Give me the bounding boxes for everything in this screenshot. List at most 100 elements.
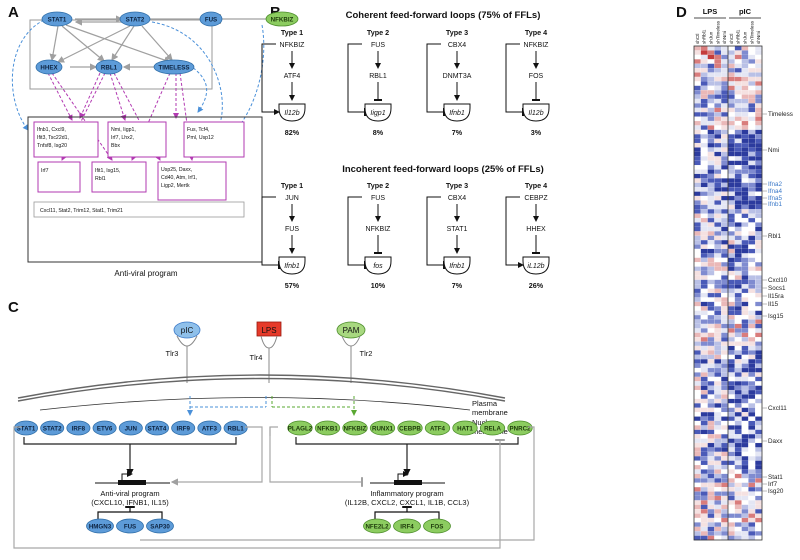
- ffl-mid-inc-2: NFKBIZ: [366, 226, 392, 233]
- tf-jun-label: JUN: [125, 425, 138, 432]
- target-box-1-l1: Ifnb1, Cxcl9,: [37, 127, 66, 133]
- repressor-fos-label: FOS: [431, 523, 444, 530]
- column-label: shCtl: [695, 34, 700, 44]
- inflammatory-repressors: NFE2L2 IRF4 FOS: [363, 518, 451, 534]
- tf-pnrc2: [507, 420, 533, 436]
- ffl-target-inc-1: Ifnb1: [284, 263, 300, 270]
- tf-cebpb-label: CEBPB: [399, 425, 421, 432]
- gene-label: Il15ra: [768, 293, 784, 300]
- node-nfkbiz: [265, 11, 299, 27]
- antiviral-program-genes: (CXCL10, IFNB1, IL15): [91, 498, 169, 507]
- repressor-fus-label: FUS: [124, 523, 136, 530]
- tf-hat1-label: HAT1: [457, 425, 473, 432]
- plasma-label-1: Plasma: [472, 399, 498, 408]
- gene-label: Cxcl11: [768, 405, 787, 412]
- ffl-target-inc-4: iL12b: [527, 263, 544, 270]
- gene-label: Isg20: [768, 488, 784, 495]
- ffl-pct-inc-1: 57%: [285, 281, 300, 290]
- node-rbl1: [95, 59, 123, 75]
- target-box-1: [33, 121, 99, 158]
- ffl-pct-inc-4: 26%: [529, 281, 544, 290]
- panel-c-pathway: pIC LPS PAM Tlr3 Tlr4 Tlr2 Plasma membra…: [13, 321, 535, 549]
- target-box-5-l2: Rbl1: [95, 176, 106, 182]
- target-box-2: [107, 121, 167, 158]
- tf-stat1-label: STAT1: [17, 425, 36, 432]
- gene-label: Ifna2: [768, 181, 783, 188]
- ffl-type-inc-4: Type 4: [525, 181, 547, 190]
- target-box-2-l2: Irf7, Lhx2,: [111, 135, 134, 141]
- tf-stat2-label: STAT2: [43, 425, 62, 432]
- node-stat1-label: STAT1: [48, 17, 67, 24]
- tf-irf8: [66, 420, 91, 436]
- tf-hat1: [452, 420, 478, 436]
- tf-nfkb1: [314, 420, 341, 436]
- ffl-pct-coh-1: 82%: [285, 128, 300, 137]
- heatmap-cells: [693, 45, 763, 541]
- ligand-pic-label: pIC: [181, 326, 194, 335]
- gene-label: Irf7: [768, 481, 778, 488]
- ffl-pct-coh-3: 7%: [452, 128, 463, 137]
- tf-cebpb: [397, 420, 423, 436]
- target-box-7: [33, 201, 245, 218]
- column-label: shNmi: [722, 31, 727, 44]
- tf-rbl1-label: RBL1: [228, 425, 245, 432]
- ffl-type-inc-3: Type 3: [446, 181, 468, 190]
- gene-label: Cxcl10: [768, 277, 788, 284]
- ffl-mid-inc-4: HHEX: [526, 226, 546, 233]
- ffl-target-inc-3: Ifnb1: [449, 263, 465, 270]
- ligand-lps-label: LPS: [261, 326, 276, 335]
- gene-label: Timeless: [768, 111, 793, 118]
- gene-label: Rbl1: [768, 233, 781, 240]
- ligand-pam: PAM: [336, 321, 366, 339]
- ffl-target-coh-4: Il12b: [528, 110, 543, 117]
- column-label: shTimeless: [749, 20, 754, 44]
- tf-rela-label: RELA: [484, 425, 501, 432]
- target-box-3-l1: Fus, Tcf4,: [187, 127, 209, 133]
- ffl-pct-coh-4: 3%: [531, 128, 542, 137]
- inflammatory-program-genes: (IL12B, CXCL2, CXCL1, IL1B, CCL3): [345, 498, 470, 507]
- repressor-hmgn3: [86, 518, 114, 534]
- node-timeless: [153, 59, 195, 75]
- tf-nfkb1-label: NFKB1: [317, 425, 338, 432]
- gene-label: Ifna4: [768, 188, 783, 195]
- ffl-top-inc-4: CEBPZ: [524, 195, 548, 202]
- receptor-tlr3: Tlr3: [166, 349, 179, 358]
- panel-label-d: D: [676, 4, 687, 21]
- repressor-irf4-label: IRF4: [400, 523, 414, 530]
- target-box-6: [157, 161, 227, 201]
- panel-a-network: STAT1 STAT2 FUS NFKBIZ HHEX RBL1 TIMELES…: [11, 11, 299, 278]
- ffl-mid-coh-3: DNMT3A: [443, 73, 472, 80]
- node-rbl1-label: RBL1: [101, 65, 118, 72]
- coherent-title: Coherent feed-forward loops (75% of FFLs…: [346, 10, 541, 21]
- plasma-membrane-inner: [17, 377, 506, 402]
- ligand-pam-label: PAM: [343, 326, 360, 335]
- ffl-mid-coh-2: RBL1: [369, 73, 387, 80]
- tf-runx1: [369, 420, 396, 436]
- repressor-nfe2l2-label: NFE2L2: [365, 523, 389, 530]
- antiviral-program-box: [27, 116, 263, 263]
- gene-label: Ifna5: [768, 195, 783, 202]
- plasma-label-2: membrane: [472, 408, 508, 417]
- ffl-mid-coh-1: ATF4: [284, 73, 301, 80]
- tf-nfkbiz: [342, 420, 368, 436]
- tf-atf3: [197, 420, 222, 436]
- ffl-top-coh-1: NFKBIZ: [280, 42, 306, 49]
- antiviral-program-label: Anti-viral program: [100, 489, 159, 498]
- ffl-target-inc-2: fos: [373, 263, 383, 270]
- panel-b-ffl: Coherent feed-forward loops (75% of FFLs…: [261, 10, 550, 290]
- tf-nfkbiz-label: NFKBIZ: [344, 425, 367, 432]
- ffl-target-coh-2: Iigp1: [370, 110, 385, 117]
- target-box-6-l2: Cd40, Atm, Irf1,: [161, 175, 197, 181]
- incoherent-title: Incoherent feed-forward loops (25% of FF…: [342, 164, 544, 175]
- target-box-1-l3: Tnfsf8, Isg20: [37, 143, 67, 149]
- target-box-4: [37, 161, 81, 193]
- gene-label: Il15: [768, 301, 779, 308]
- tf-plagl2-label: PLAGL2: [288, 425, 313, 432]
- gene-label: Nmi: [768, 147, 779, 154]
- target-box-3: [183, 121, 245, 158]
- tf-stat2: [40, 420, 65, 436]
